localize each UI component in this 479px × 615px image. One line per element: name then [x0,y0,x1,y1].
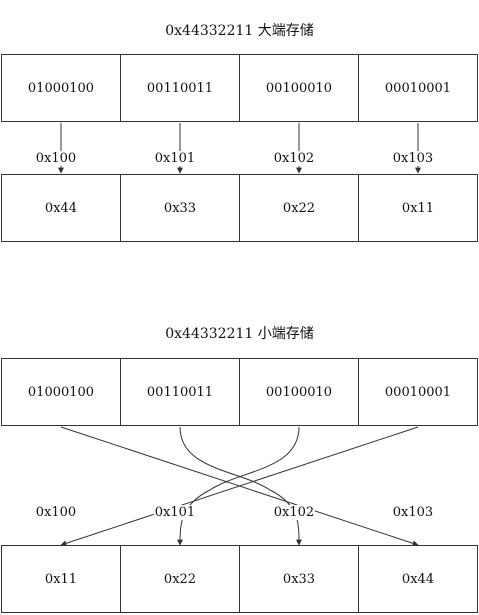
little-endian-arrow [60,426,419,547]
little-endian-byte-cell: 01000100 [2,359,121,425]
big-endian-byte-cell: 01000100 [2,55,121,121]
big-endian-memory-cell: 0x44 [2,175,121,241]
little-endian-byte-cell: 00110011 [121,359,240,425]
little-endian-title: 0x44332211 小端存储 [165,326,314,342]
little-endian-address-label: 0x103 [391,505,435,520]
little-endian-address-label: 0x100 [34,505,78,520]
little-endian-memory-cell: 0x44 [401,571,435,587]
big-endian-address-label: 0x103 [391,151,435,166]
big-endian-byte-cell: 00110011 [121,55,240,121]
little-endian-memory-row: 0x11 0x22 0x33 0x44 [1,545,478,613]
big-endian-memory-cell: 0x11 [401,200,435,216]
little-endian-byte-cell: 00010001 [384,384,452,400]
big-endian-memory-row: 0x44 0x33 0x22 0x11 [1,174,478,242]
little-endian-address-label: 0x102 [272,505,316,520]
little-endian-memory-cell: 0x11 [2,546,121,612]
big-endian-memory-cell: 0x33 [121,175,240,241]
big-endian-address-label: 0x102 [272,151,316,166]
little-endian-byte-cell: 00100010 [240,359,359,425]
big-endian-byte-row: 01000100 00110011 00100010 00010001 [1,54,478,122]
little-endian-memory-cell: 0x22 [121,546,240,612]
big-endian-byte-cell: 00100010 [240,55,359,121]
big-endian-address-label: 0x101 [153,151,197,166]
big-endian-address-label: 0x100 [34,151,78,166]
big-endian-title: 0x44332211 大端存储 [165,23,314,39]
little-endian-address-label: 0x101 [153,505,197,520]
little-endian-memory-cell: 0x33 [240,546,359,612]
big-endian-memory-cell: 0x22 [240,175,359,241]
big-endian-byte-cell: 00010001 [384,80,452,96]
little-endian-arrow [177,426,300,546]
little-endian-byte-row: 01000100 00110011 00100010 00010001 [1,358,478,426]
little-endian-arrow [179,426,303,546]
